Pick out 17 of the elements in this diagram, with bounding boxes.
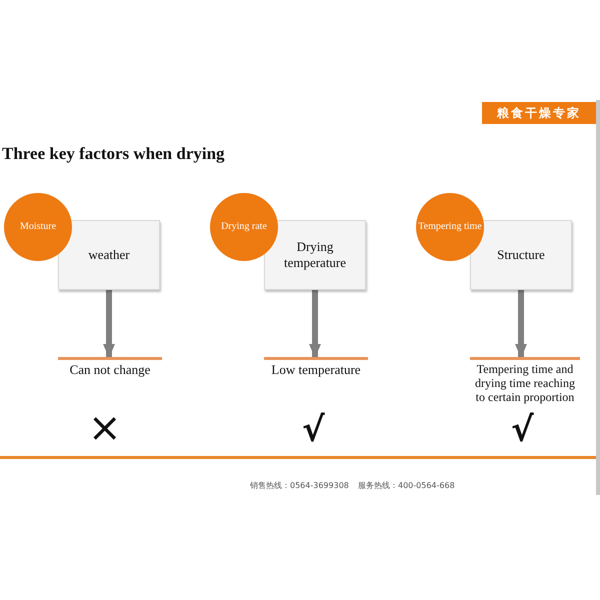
- factor-box: weather: [58, 220, 160, 290]
- check-mark: √: [511, 410, 534, 450]
- slide-title: Three key factors when drying: [2, 144, 225, 164]
- header-tag: 粮食干燥专家: [482, 102, 596, 124]
- result-text: Low temperature: [264, 357, 368, 381]
- factor-circle: Moisture: [4, 193, 72, 261]
- arrow: [515, 290, 527, 358]
- cross-mark: ×: [88, 406, 122, 450]
- factor-circle: Drying rate: [210, 193, 278, 261]
- result-text: Can not change: [58, 357, 162, 381]
- arrow: [103, 290, 115, 358]
- contact-text: 销售热线：0564-3699308: [250, 480, 349, 491]
- arrow: [309, 290, 321, 358]
- check-mark: √: [302, 410, 325, 450]
- result-text: Tempering time and drying time reaching to certain proportion: [470, 357, 580, 409]
- contact-text: 服务热线：400-0564-668: [358, 480, 455, 491]
- factor-circle: Tempering time: [416, 193, 484, 261]
